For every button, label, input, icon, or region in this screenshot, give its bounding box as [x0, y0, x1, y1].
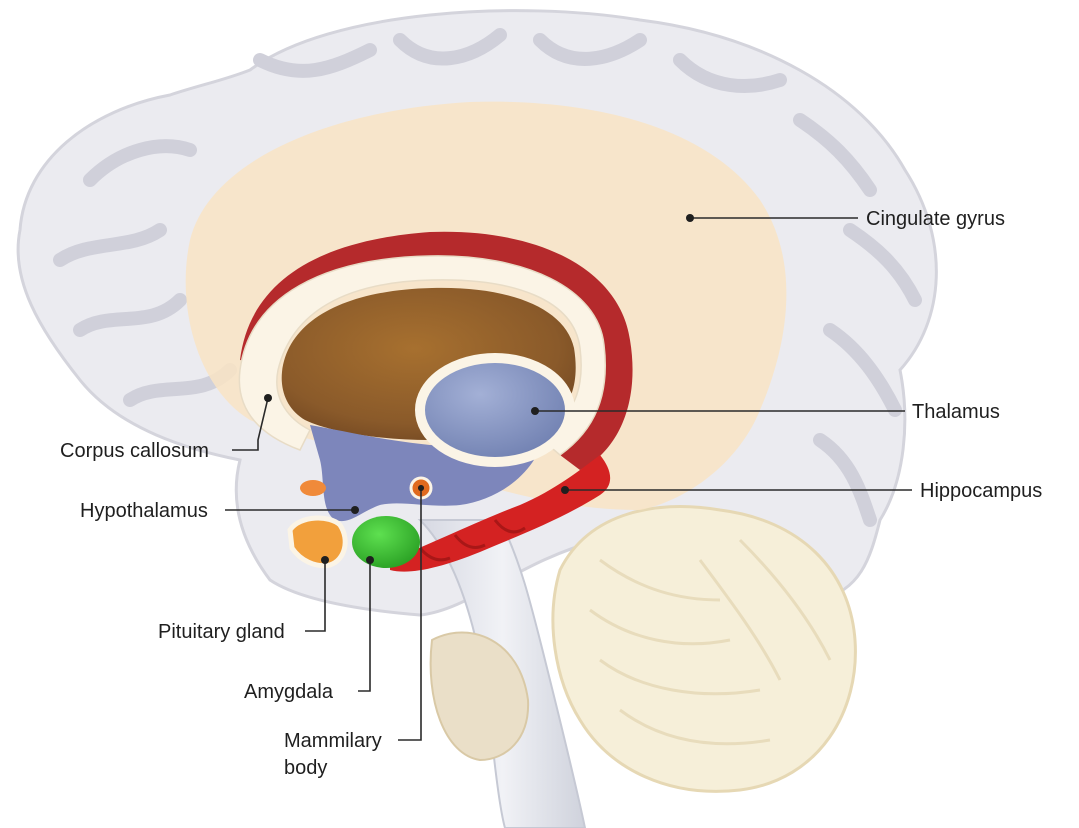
label-pituitary-gland: Pituitary gland: [158, 621, 285, 643]
label-mammilary-line2: body: [284, 757, 327, 779]
hippocampus: [390, 455, 611, 572]
leader-mammilary: [398, 490, 422, 741]
corpus-callosum: [238, 255, 607, 456]
cerebellum-folia: [589, 538, 832, 746]
label-thalamus: Thalamus: [912, 401, 1000, 423]
leader-pituitary: [305, 560, 326, 632]
label-hippocampus: Hippocampus: [920, 480, 1042, 502]
label-cingulate-gyrus: Cingulate gyrus: [866, 208, 1005, 230]
cortex-gyri: [53, 28, 922, 527]
pituitary-gland: [287, 515, 348, 569]
leader-lines: [225, 217, 912, 741]
leader-dots: [264, 214, 694, 564]
leader-corpus-callosum: [232, 397, 269, 451]
label-amygdala: Amygdala: [244, 681, 334, 703]
label-mammilary-line1: Mammilary: [284, 730, 382, 752]
label-corpus-callosum: Corpus callosum: [60, 440, 209, 462]
amygdala: [352, 516, 420, 568]
cerebellum: [551, 505, 857, 793]
fornix-arch: [240, 231, 633, 470]
hippocampus-twist: [418, 519, 526, 562]
label-hypothalamus: Hypothalamus: [80, 500, 208, 522]
optic-chiasm: [300, 480, 326, 496]
leader-amygdala: [358, 560, 371, 692]
thalamus: [415, 353, 575, 467]
pons: [429, 631, 530, 762]
